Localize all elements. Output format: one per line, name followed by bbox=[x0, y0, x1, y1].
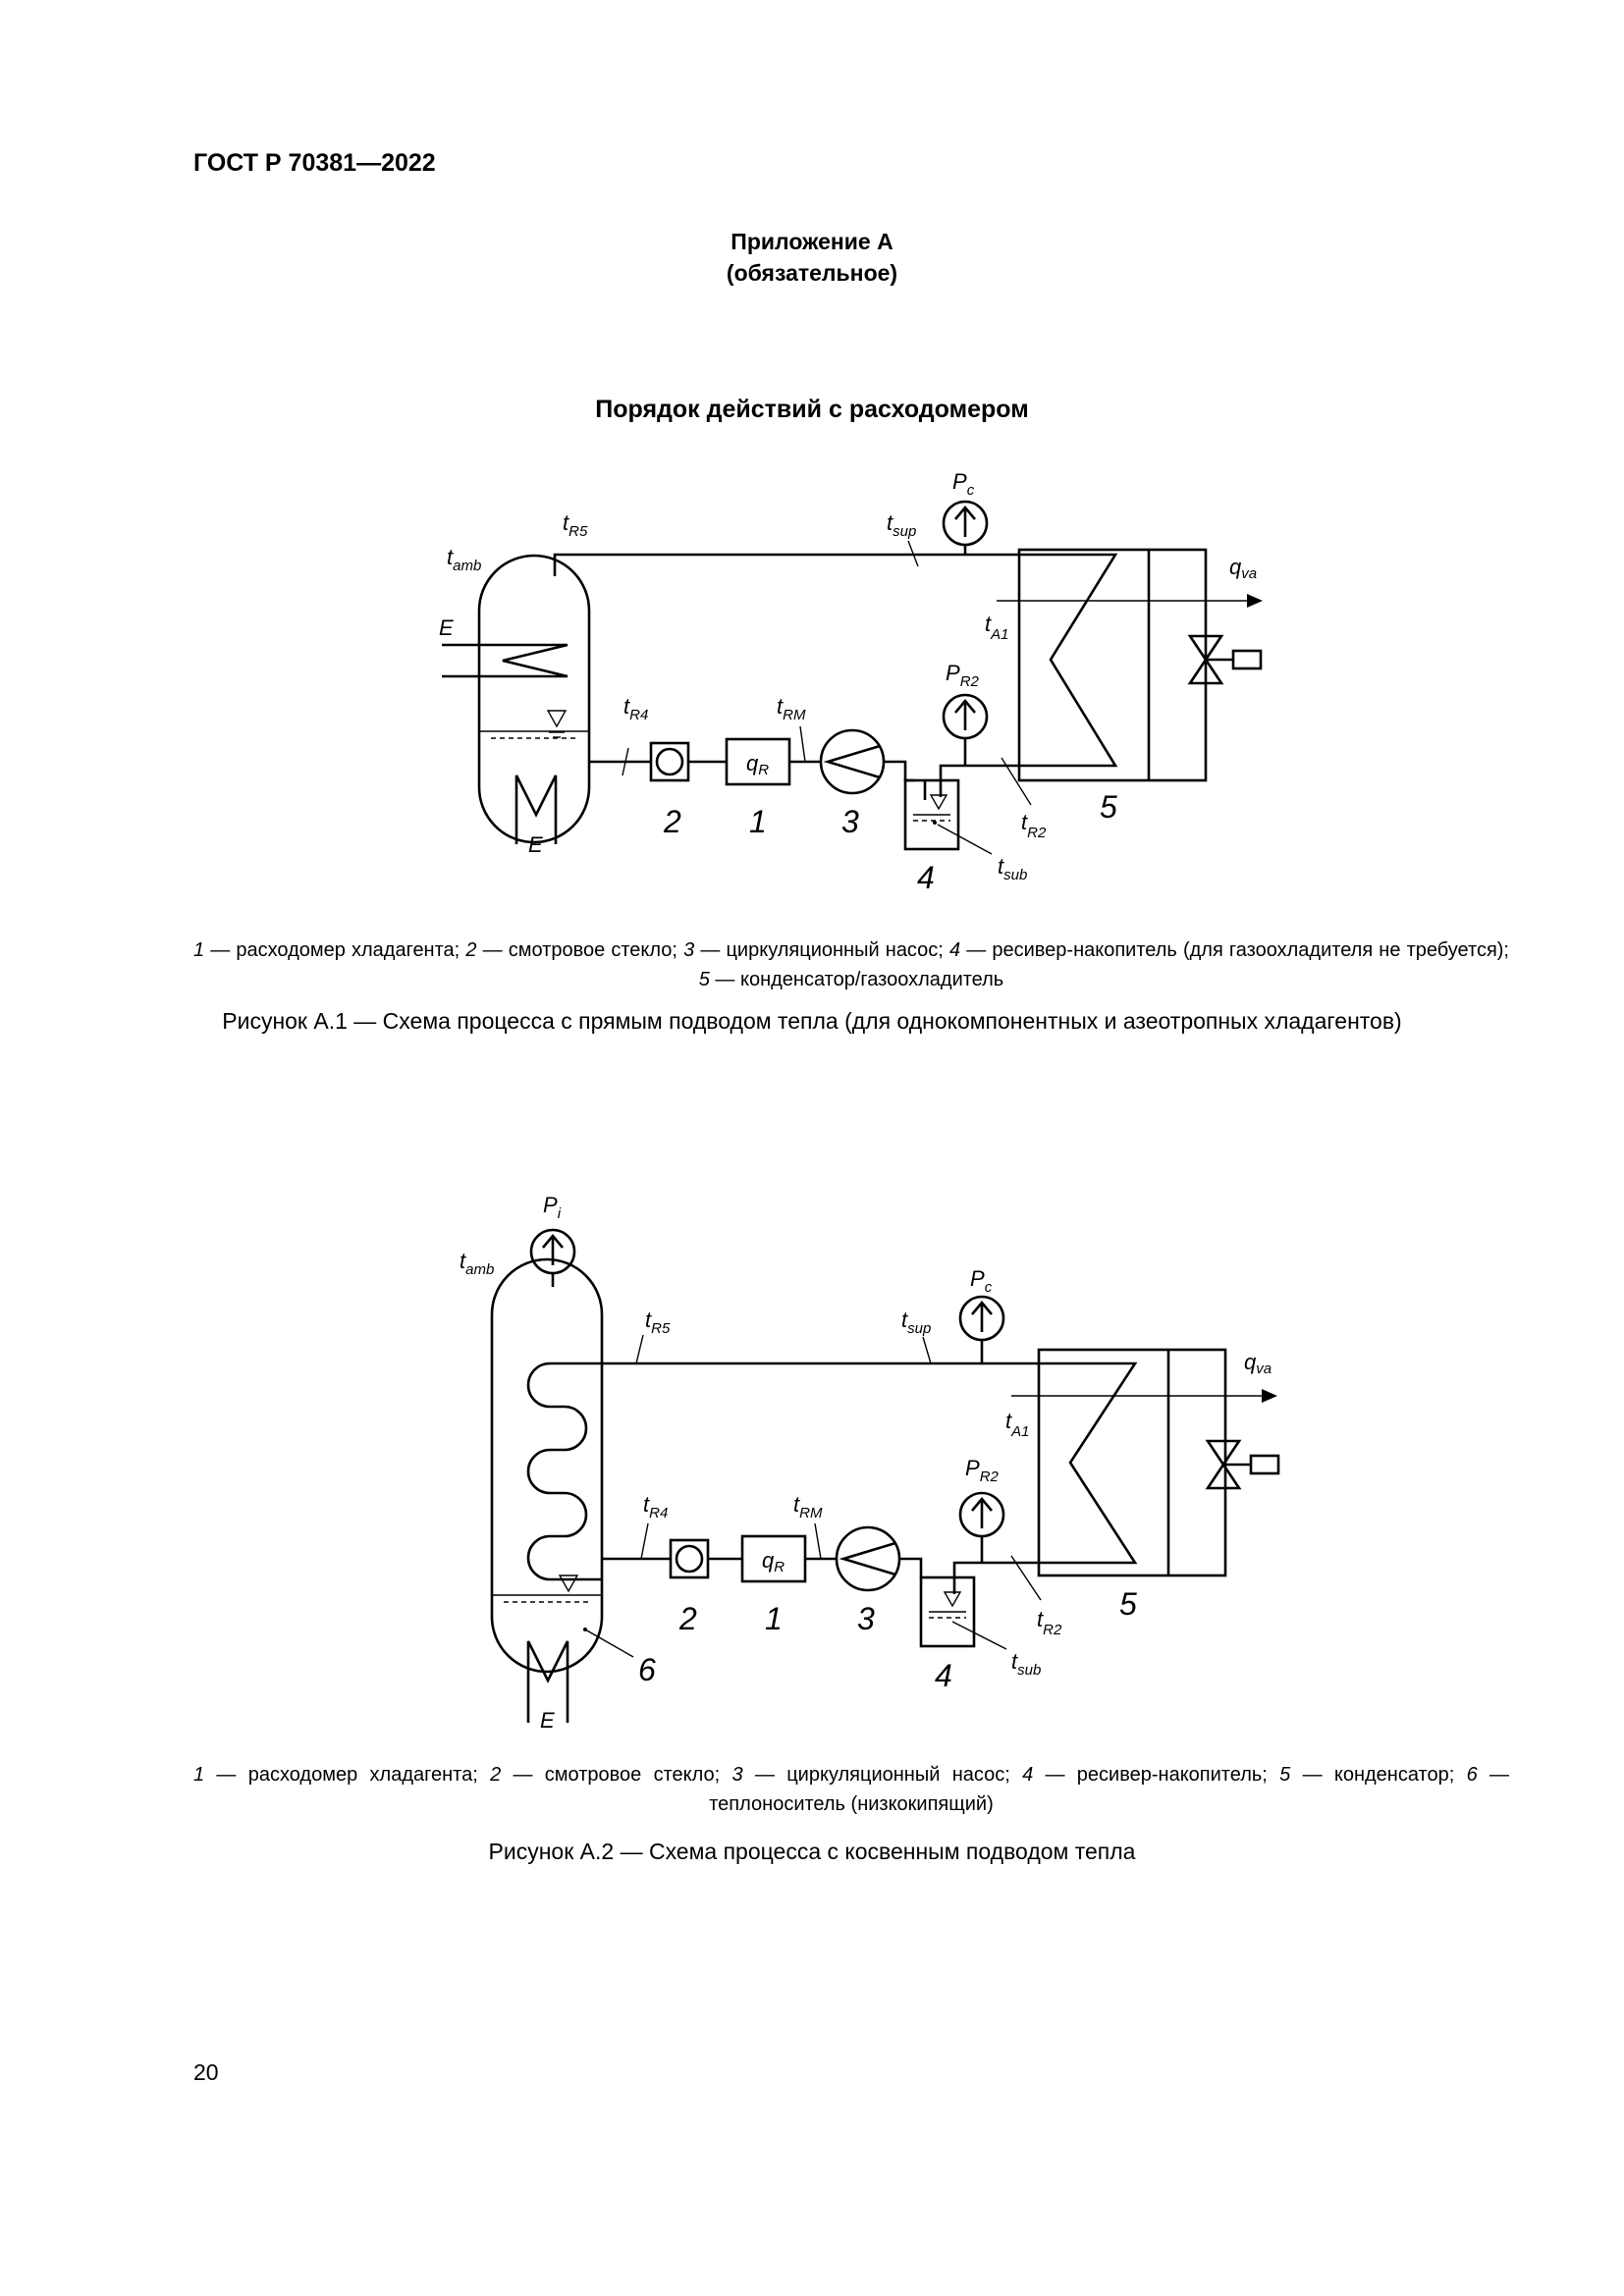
label-pi-2: Pi bbox=[543, 1193, 562, 1222]
appendix-title: Приложение А bbox=[731, 229, 893, 254]
leader-tsub-2 bbox=[951, 1621, 1007, 1650]
label-tr5-2: tR5 bbox=[645, 1308, 671, 1337]
pump-triangle-1 bbox=[823, 744, 881, 779]
leader-6-2 bbox=[584, 1629, 634, 1658]
leader-tr5-2 bbox=[635, 1334, 644, 1364]
label-tsup-1: tsup bbox=[887, 510, 916, 540]
valve-1 bbox=[1187, 634, 1224, 685]
serpentine-coil-2 bbox=[526, 1362, 1039, 1581]
label-tr2-2: tR2 bbox=[1037, 1607, 1062, 1638]
label-e-top-1: E bbox=[439, 615, 454, 640]
label-qva-1: qva bbox=[1229, 555, 1257, 582]
label-num-3-1: 3 bbox=[841, 804, 859, 839]
label-num-3-2: 3 bbox=[857, 1601, 875, 1636]
level-triangle-1 bbox=[546, 710, 568, 728]
label-ta1-2: tA1 bbox=[1005, 1409, 1029, 1440]
label-tsub-2: tsub bbox=[1011, 1649, 1041, 1679]
valve-2 bbox=[1205, 1439, 1242, 1490]
label-num-2-1: 2 bbox=[663, 804, 681, 839]
pump-triangle-2 bbox=[839, 1541, 896, 1576]
air-flow-arrowhead-2 bbox=[1262, 1389, 1277, 1403]
label-pc-1: Pc bbox=[952, 469, 975, 499]
leader-tr2-2 bbox=[1010, 1555, 1042, 1601]
label-qr-2: qR bbox=[762, 1548, 785, 1575]
appendix-heading: Приложение А (обязательное) bbox=[0, 226, 1624, 289]
label-num-5-1: 5 bbox=[1100, 789, 1117, 825]
label-tr5-1: tR5 bbox=[563, 510, 588, 540]
label-trm-1: tRM bbox=[777, 694, 806, 723]
label-qva-2: qva bbox=[1244, 1350, 1272, 1377]
label-tr4-2: tR4 bbox=[643, 1492, 668, 1522]
label-pr2-1: PR2 bbox=[946, 661, 980, 690]
valve-actuator-2 bbox=[1249, 1454, 1280, 1475]
figure-a2-diagram: Pi tamb Pc tR5 tsup qva tA1 PR2 tR4 tRM … bbox=[460, 1193, 1280, 1733]
label-num-1-1: 1 bbox=[749, 804, 767, 839]
pipe-pump-receiver-2 bbox=[899, 1557, 923, 1577]
label-pr2-2: PR2 bbox=[965, 1456, 1000, 1485]
pipe-top-1 bbox=[553, 553, 1019, 566]
vessel-1 bbox=[477, 554, 591, 844]
appendix-status: (обязательное) bbox=[726, 260, 898, 286]
leader-trm-1 bbox=[799, 725, 806, 763]
receiver-triangle-1 bbox=[929, 794, 948, 811]
section-title: Порядок действий с расходомером bbox=[595, 396, 1029, 423]
figure-a1-legend: 1 — расходомер хладагента; 2 — смотровое… bbox=[193, 939, 1509, 990]
leader-6-dot-2 bbox=[583, 1628, 587, 1631]
label-tsub-1: tsub bbox=[998, 854, 1027, 883]
leader-tsup-1 bbox=[907, 540, 919, 567]
label-e-bottom-1: E bbox=[528, 832, 543, 857]
label-trm-2: tRM bbox=[793, 1492, 823, 1522]
figure-a1-diagram: Pc tR5 tamb tsup qva E tA1 PR2 tR4 tRM q… bbox=[439, 469, 1263, 895]
label-num-4-1: 4 bbox=[917, 860, 935, 895]
label-num-4-2: 4 bbox=[935, 1658, 952, 1693]
figure-a1-caption: Рисунок А.1 — Схема процесса с прямым по… bbox=[222, 1008, 1402, 1034]
label-num-5-2: 5 bbox=[1119, 1586, 1137, 1622]
bottom-heater-2 bbox=[526, 1640, 569, 1723]
leader-tr4-1 bbox=[622, 747, 629, 776]
pressure-gauge-pc-arrow-2 bbox=[971, 1300, 993, 1332]
label-tsup-2: tsup bbox=[901, 1308, 931, 1337]
sight-glass-circle-2 bbox=[675, 1544, 704, 1574]
leader-tsub-dot-1 bbox=[933, 821, 937, 825]
leader-tr4-2 bbox=[640, 1522, 649, 1560]
label-tamb-2: tamb bbox=[460, 1249, 494, 1278]
label-num-6-2: 6 bbox=[638, 1652, 656, 1687]
page-number: 20 bbox=[193, 2059, 219, 2085]
bottom-heater-1 bbox=[514, 774, 558, 844]
label-qr-1: qR bbox=[746, 751, 769, 778]
air-flow-arrowhead-1 bbox=[1247, 594, 1263, 608]
receiver-triangle-2 bbox=[943, 1591, 962, 1608]
level-triangle-2 bbox=[558, 1575, 579, 1593]
pipe-receiver-out-2 bbox=[952, 1561, 1039, 1594]
label-pc-2: Pc bbox=[970, 1266, 993, 1296]
sight-glass-circle-1 bbox=[655, 747, 684, 776]
label-tr4-1: tR4 bbox=[623, 694, 648, 723]
leader-tsub-1 bbox=[937, 824, 993, 855]
pipe-receiver-out-1 bbox=[939, 764, 1019, 797]
leader-trm-2 bbox=[814, 1522, 822, 1560]
document-standard-number: ГОСТ Р 70381—2022 bbox=[193, 149, 436, 177]
pressure-gauge-pr2-arrow-1 bbox=[954, 698, 976, 730]
condenser-zigzag-1 bbox=[1019, 553, 1118, 768]
vessel-2 bbox=[490, 1257, 604, 1674]
pressure-gauge-pr2-arrow-2 bbox=[971, 1496, 993, 1528]
label-tr2-1: tR2 bbox=[1021, 810, 1047, 841]
figure-a2-legend: 1 — расходомер хладагента; 2 — смотровое… bbox=[193, 1764, 1510, 1815]
leader-tsup-2 bbox=[922, 1336, 932, 1364]
pressure-gauge-pi-arrow-2 bbox=[542, 1233, 564, 1265]
leader-tr2-1 bbox=[1001, 757, 1032, 806]
condenser-2 bbox=[1037, 1348, 1227, 1577]
condenser-zigzag-2 bbox=[1039, 1362, 1138, 1565]
heating-coil-e-1 bbox=[442, 643, 568, 678]
label-num-2-2: 2 bbox=[678, 1601, 697, 1636]
label-e-2: E bbox=[540, 1708, 555, 1733]
label-num-1-2: 1 bbox=[765, 1601, 783, 1636]
receiver-2 bbox=[919, 1575, 976, 1648]
pressure-gauge-pc-arrow-1 bbox=[954, 505, 976, 537]
figure-a2-caption: Рисунок А.2 — Схема процесса с косвенным… bbox=[488, 1839, 1136, 1864]
condenser-1 bbox=[1017, 548, 1208, 782]
label-tamb-1: tamb bbox=[447, 545, 481, 574]
receiver-1 bbox=[903, 778, 960, 851]
label-ta1-1: tA1 bbox=[985, 612, 1008, 643]
